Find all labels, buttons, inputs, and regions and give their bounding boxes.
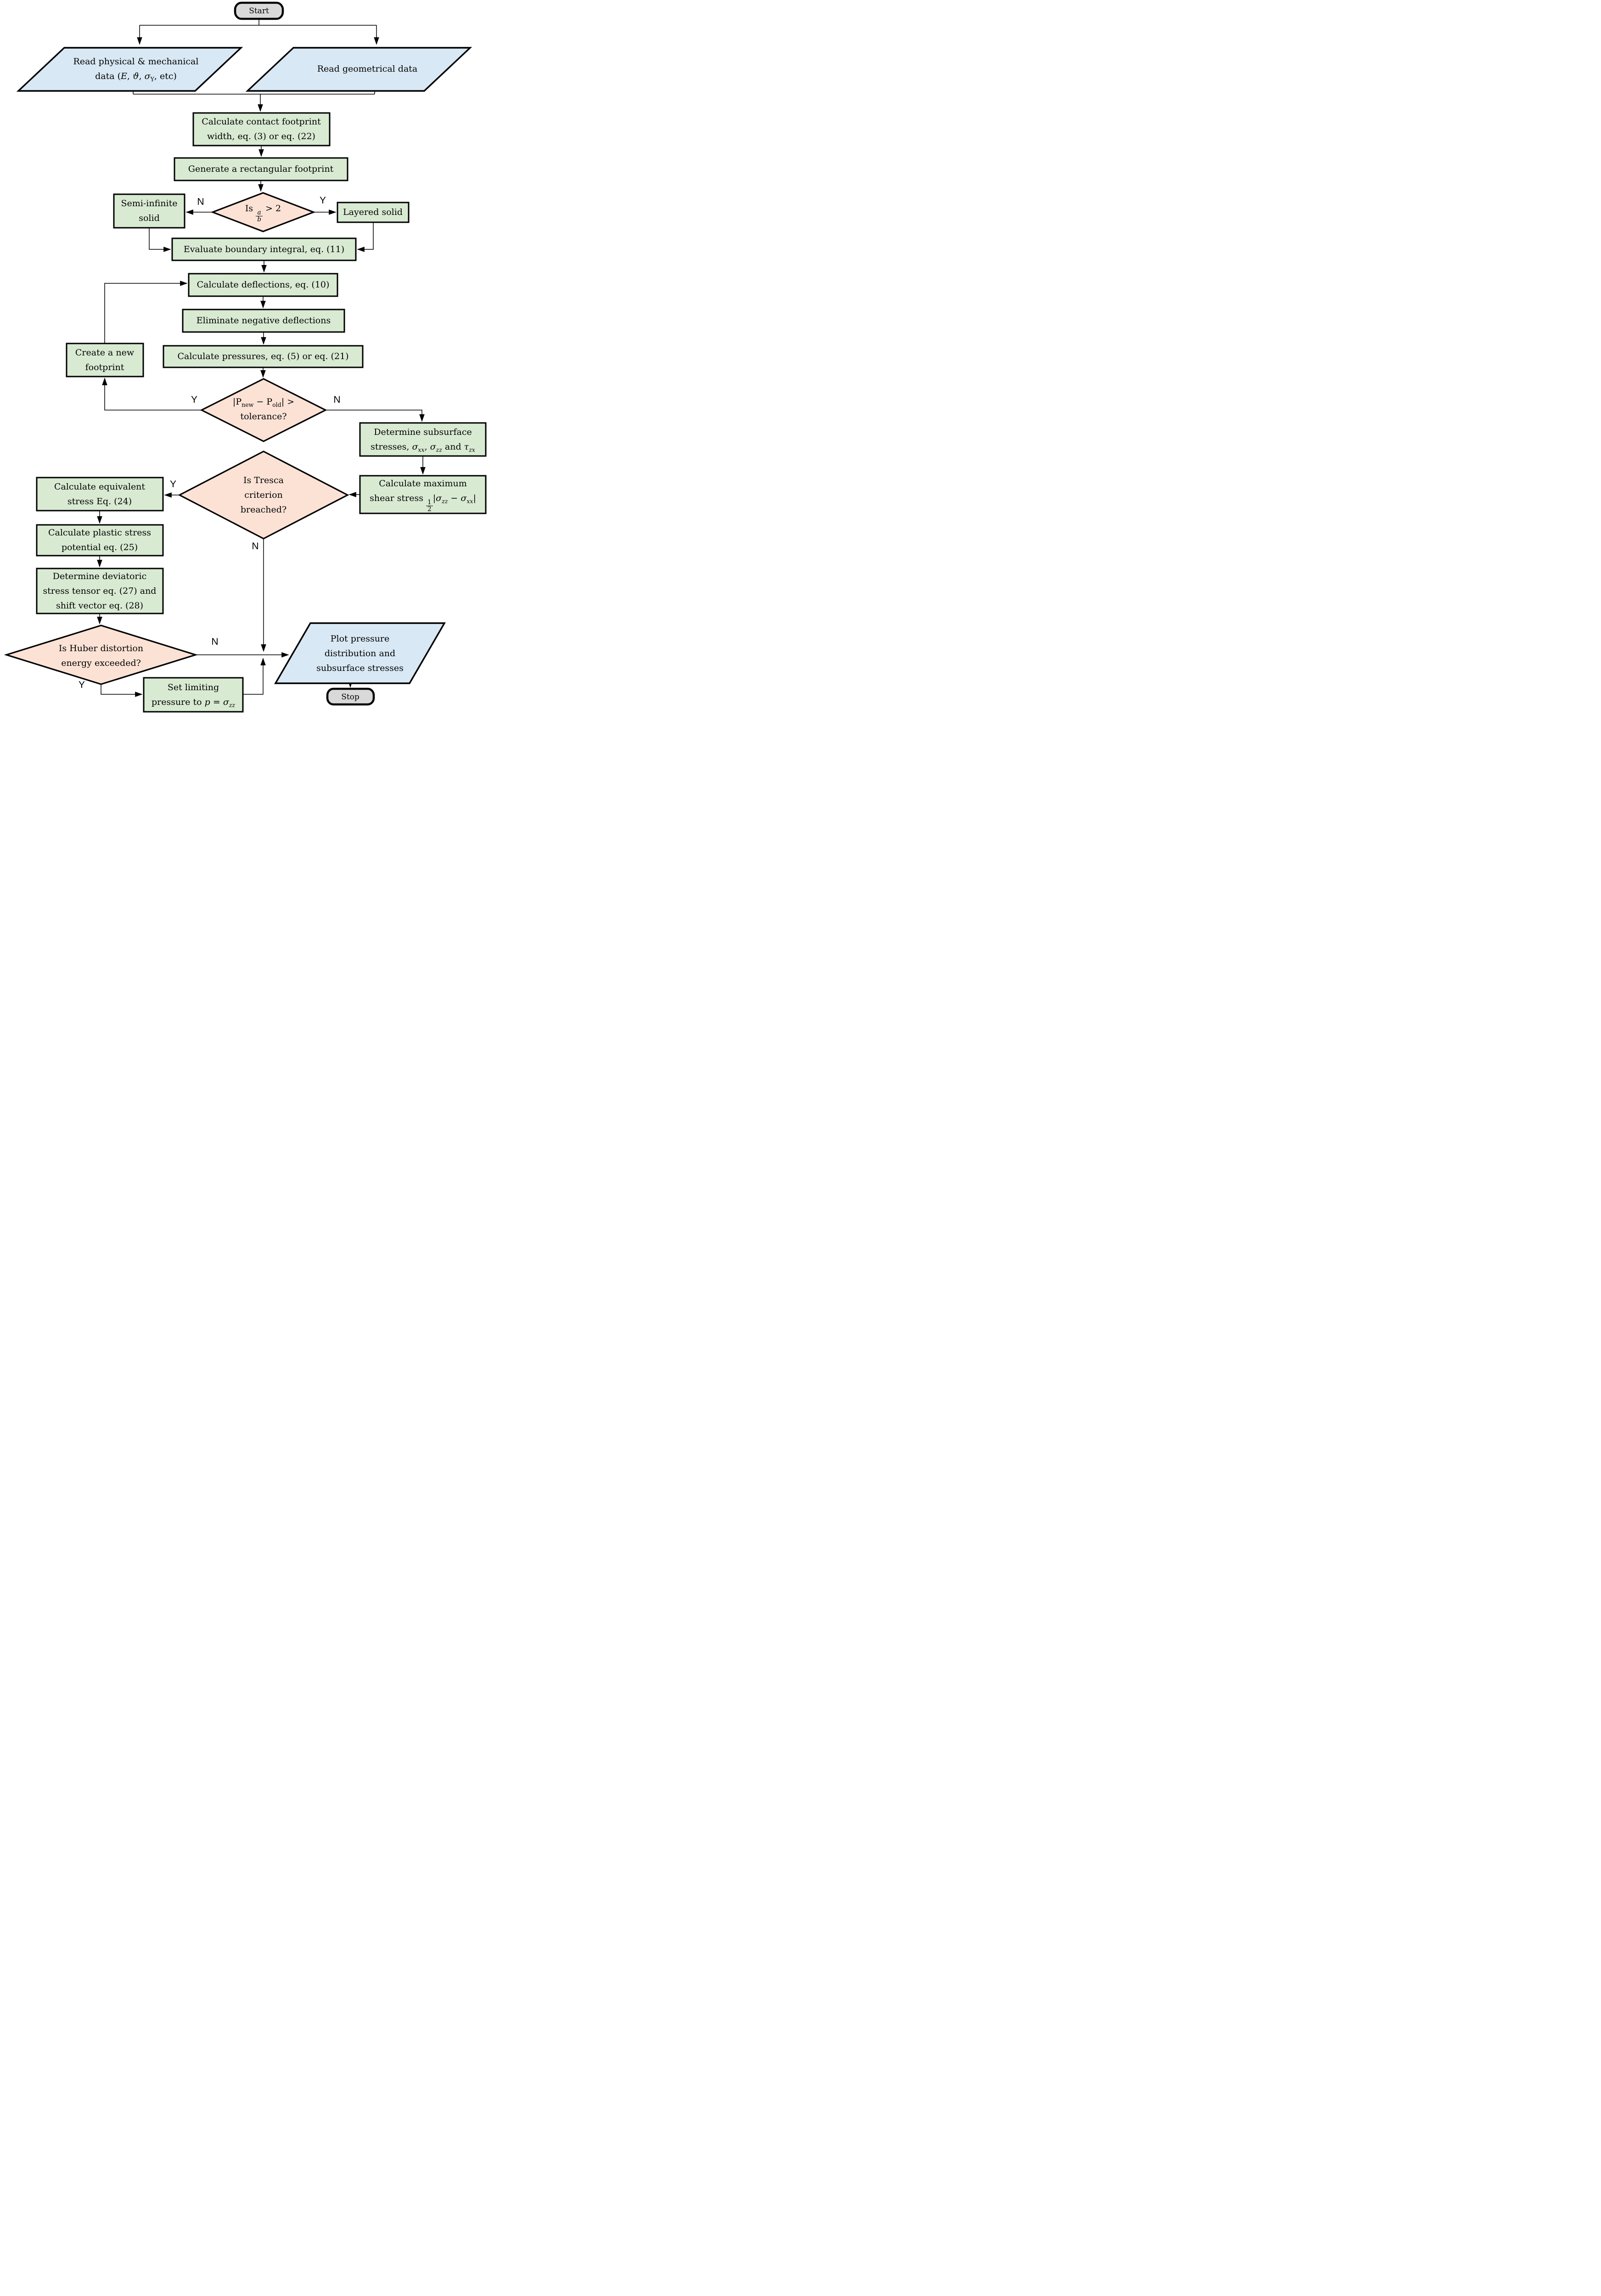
edge-label-huber-yes: Y bbox=[78, 680, 85, 690]
node-tolerance-decision: |Pnew − Pold| >tolerance? bbox=[232, 397, 295, 422]
gen-footprint-shape bbox=[174, 157, 348, 181]
det-deviatoric-shape bbox=[36, 568, 164, 614]
layered-shape bbox=[337, 202, 410, 223]
start-shape bbox=[234, 1, 284, 20]
edge-create-to-deflections bbox=[104, 281, 188, 343]
connectors bbox=[97, 19, 426, 697]
edge-label-ab-yes: Y bbox=[319, 195, 326, 206]
node-shapes bbox=[4, 1, 487, 713]
semi-infinite-shape bbox=[113, 193, 185, 229]
read-geometrical-shape bbox=[245, 47, 472, 92]
node-layered: Layered solid bbox=[343, 207, 403, 217]
node-calc-pressures: Calculate pressures, eq. (5) or eq. (21) bbox=[177, 351, 349, 361]
huber-decision-shape bbox=[4, 625, 198, 685]
node-stop: Stop bbox=[341, 692, 360, 702]
tolerance-decision-shape bbox=[200, 378, 327, 442]
set-limiting-shape bbox=[143, 677, 244, 713]
calc-deflections-shape bbox=[188, 273, 338, 297]
calc-equiv-shape bbox=[36, 477, 164, 512]
flowchart-canvas bbox=[4, 1, 487, 713]
node-calc-deflections: Calculate deflections, eq. (10) bbox=[197, 280, 330, 290]
edge-label-tolerance-no: N bbox=[333, 394, 341, 405]
calc-footprint-shape bbox=[192, 112, 331, 146]
edge-label-tresca-yes: Y bbox=[169, 479, 177, 490]
calc-pressures-shape bbox=[163, 345, 364, 368]
det-subsurface-shape bbox=[359, 422, 487, 457]
elim-negative-shape bbox=[182, 309, 345, 333]
eval-boundary-shape bbox=[171, 237, 357, 261]
edge-label-ab-no: N bbox=[197, 197, 204, 207]
node-eval-boundary: Evaluate boundary integral, eq. (11) bbox=[183, 244, 345, 254]
node-start: Start bbox=[249, 6, 269, 16]
edge-label-huber-no: N bbox=[211, 636, 219, 647]
calc-plastic-shape bbox=[36, 524, 164, 557]
edge-limiting-to-junction bbox=[243, 658, 266, 695]
tresca-decision-shape bbox=[178, 450, 349, 540]
node-read-geometrical: Read geometrical data bbox=[317, 64, 418, 74]
read-physical-shape bbox=[16, 47, 243, 92]
ab-decision-shape bbox=[210, 192, 316, 232]
node-gen-footprint: Generate a rectangular footprint bbox=[188, 164, 334, 174]
create-footprint-shape bbox=[66, 343, 144, 377]
stop-shape bbox=[326, 687, 375, 706]
edge-label-tolerance-yes: Y bbox=[191, 394, 198, 405]
edge-layered-to-eval bbox=[357, 222, 374, 252]
edge-huber-yes-to-limiting bbox=[101, 684, 143, 697]
plot-results-shape bbox=[274, 622, 446, 684]
edge-label-tresca-no: N bbox=[252, 541, 259, 551]
calc-shear-shape bbox=[359, 475, 487, 514]
edge-tolerance-yes-to-create bbox=[102, 377, 202, 411]
edge-tolerance-no-to-subsurface bbox=[326, 410, 425, 422]
node-elim-negative: Eliminate negative deflections bbox=[196, 315, 331, 326]
edge-semi-to-eval bbox=[149, 228, 171, 252]
